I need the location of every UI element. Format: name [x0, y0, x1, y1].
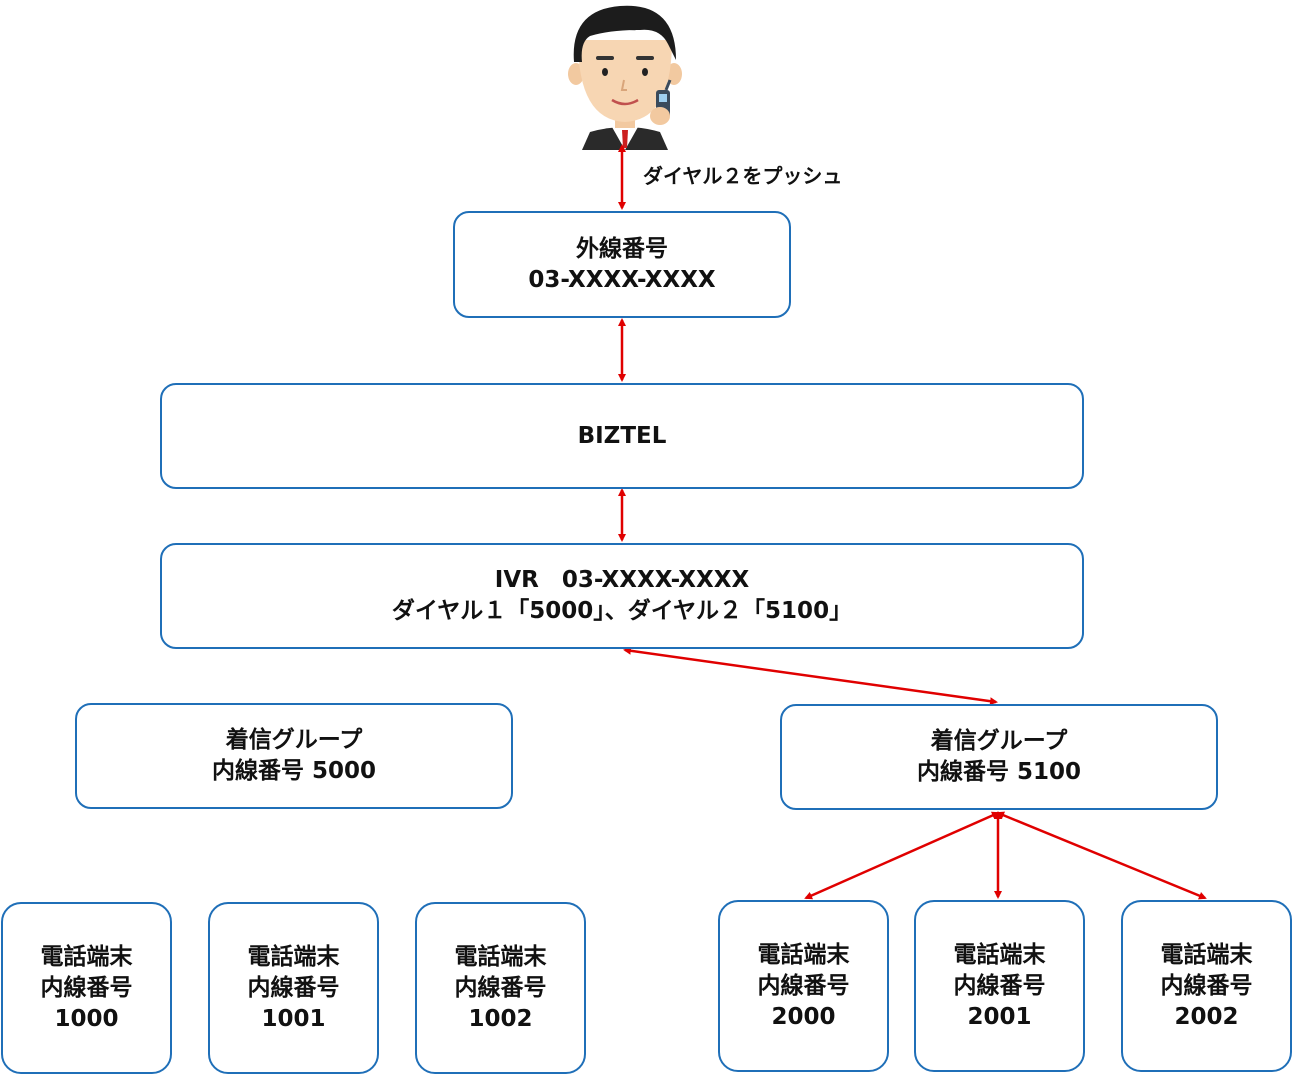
terminal-2002: 電話端末 内線番号 2002 [1121, 900, 1292, 1072]
caller-person-icon [568, 5, 682, 150]
external-number-title: 外線番号 [576, 235, 668, 262]
terminal-1001: 電話端末 内線番号 1001 [208, 902, 379, 1074]
ivr-box: IVR 03-XXXX-XXXX ダイヤル１「5000」、ダイヤル２「5100」 [160, 543, 1084, 649]
terminal-line2: 内線番号 [953, 972, 1046, 999]
external-number-value: 03-XXXX-XXXX [528, 266, 716, 293]
terminal-line1: 電話端末 [40, 943, 133, 970]
incoming-group-5000: 着信グループ 内線番号 5000 [75, 703, 513, 809]
external-number-box: 外線番号 03-XXXX-XXXX [453, 211, 791, 318]
terminal-1000: 電話端末 内線番号 1000 [1, 902, 172, 1074]
ivr-line1: IVR 03-XXXX-XXXX [494, 567, 750, 593]
group-extension: 内線番号 5000 [211, 758, 377, 784]
terminal-line2: 内線番号 [757, 972, 850, 999]
terminal-2000: 電話端末 内線番号 2000 [718, 900, 889, 1072]
terminal-line1: 電話端末 [953, 941, 1046, 968]
terminal-number: 1000 [54, 1005, 119, 1032]
terminal-line1: 電話端末 [1160, 941, 1253, 968]
arrow-group-2002 [996, 811, 1207, 900]
biztel-box: BIZTEL [160, 383, 1084, 489]
biztel-label: BIZTEL [577, 422, 667, 449]
terminal-line2: 内線番号 [247, 974, 340, 1001]
terminal-1002: 電話端末 内線番号 1002 [415, 902, 586, 1074]
terminal-line1: 電話端末 [454, 943, 547, 970]
group-title: 着信グループ [225, 727, 363, 753]
arrow-ivr-group5100 [623, 646, 998, 706]
terminal-line1: 電話端末 [247, 943, 340, 970]
group-extension: 内線番号 5100 [916, 759, 1082, 785]
terminal-line1: 電話端末 [757, 941, 850, 968]
terminal-line2: 内線番号 [40, 974, 133, 1001]
group-title: 着信グループ [930, 728, 1068, 754]
terminal-number: 2002 [1174, 1003, 1239, 1030]
terminal-number: 2000 [771, 1003, 836, 1030]
terminal-2001: 電話端末 内線番号 2001 [914, 900, 1085, 1072]
terminal-number: 1002 [468, 1005, 533, 1032]
terminal-number: 1001 [261, 1005, 326, 1032]
dial-instruction-label: ダイヤル２をプッシュ [643, 164, 843, 188]
terminal-line2: 内線番号 [1160, 972, 1253, 999]
terminal-line2: 内線番号 [454, 974, 547, 1001]
arrow-group-2000 [804, 811, 1000, 900]
ivr-line2: ダイヤル１「5000」、ダイヤル２「5100」 [391, 598, 853, 624]
terminal-number: 2001 [967, 1003, 1032, 1030]
incoming-group-5100: 着信グループ 内線番号 5100 [780, 704, 1218, 810]
